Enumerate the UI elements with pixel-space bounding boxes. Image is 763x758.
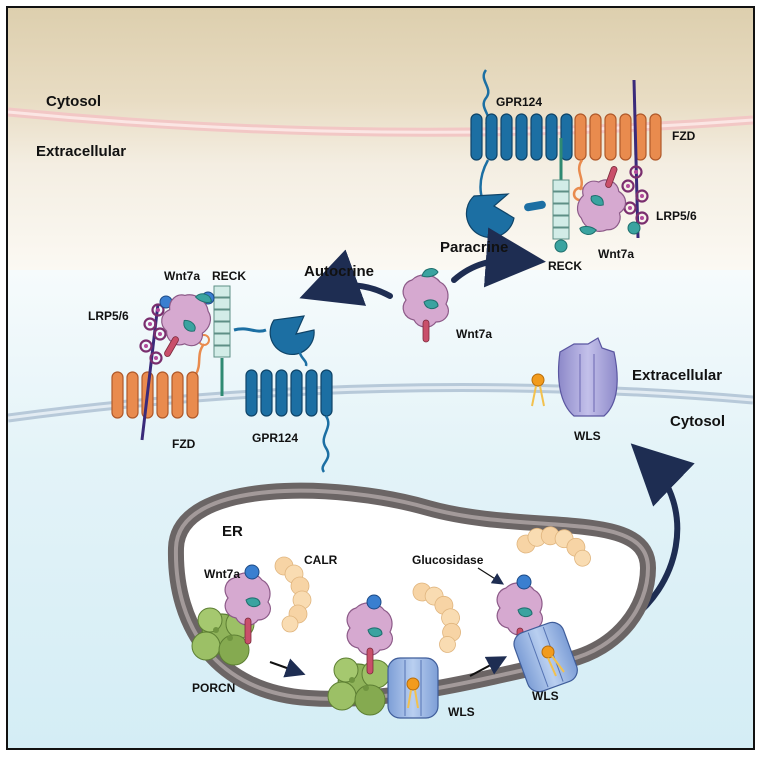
palmitoleate-lipid (531, 373, 545, 407)
label-fzd-left: FZD (172, 437, 196, 451)
label-gpr124-top: GPR124 (496, 95, 542, 109)
label-wls-er-mid: WLS (448, 705, 475, 719)
region-label-top-cytosol: Cytosol (46, 93, 101, 110)
gpr124-receptor-left (233, 315, 333, 473)
porcn-enzyme-mid (327, 657, 391, 716)
wls-membrane (557, 337, 618, 417)
label-lrp56-left: LRP5/6 (88, 309, 129, 323)
gpr124-receptor-top (465, 69, 573, 239)
label-wls-er-right: WLS (532, 689, 559, 703)
label-wnt7a-er: Wnt7a (204, 567, 240, 581)
label-er: ER (222, 523, 243, 540)
label-glucosidase: Glucosidase (412, 553, 484, 567)
label-wls-membrane: WLS (574, 429, 601, 443)
wls-er-mid (387, 657, 439, 719)
label-lrp56-top: LRP5/6 (656, 209, 697, 223)
label-fzd-top: FZD (672, 129, 696, 143)
wls-er-right (513, 621, 578, 693)
label-porcn: PORCN (192, 681, 235, 695)
region-label-bottom-extracellular: Extracellular (632, 367, 722, 384)
region-label-bottom-cytosol: Cytosol (670, 413, 725, 430)
label-reck-top: RECK (548, 259, 582, 273)
reck-top (552, 138, 570, 253)
label-paracrine: Paracrine (440, 239, 508, 256)
wnt7a-signaling-diagram: Cytosol Extracellular Extracellular Cyto… (8, 8, 753, 748)
lrp56-coreceptor-left (139, 295, 173, 441)
label-autocrine: Autocrine (304, 263, 374, 280)
er-step-arrow-1 (269, 658, 306, 678)
label-wnt7a-free: Wnt7a (456, 327, 492, 341)
label-reck-left: RECK (212, 269, 246, 283)
autocrine-arrow (299, 249, 393, 306)
paracrine-arrow (451, 227, 546, 288)
figure-frame: Cytosol Extracellular Extracellular Cyto… (6, 6, 755, 750)
label-wnt7a-top: Wnt7a (598, 247, 634, 261)
label-gpr124-left: GPR124 (252, 431, 298, 445)
region-label-top-extracellular: Extracellular (36, 143, 126, 160)
er-step-arrow-2 (469, 656, 508, 677)
label-calr: CALR (304, 553, 338, 567)
label-wnt7a-left: Wnt7a (164, 269, 200, 283)
lrp56-coreceptor-top (621, 79, 649, 239)
